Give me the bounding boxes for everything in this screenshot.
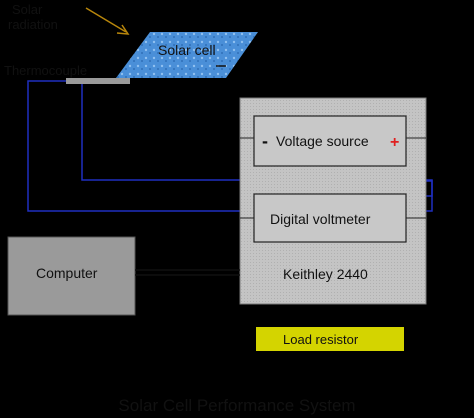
solar-radiation-label-line1: Solar xyxy=(12,2,43,17)
voltage-source-minus: - xyxy=(262,131,268,151)
voltage-source-plus: + xyxy=(390,134,399,151)
solar-radiation-label-line2: radiation xyxy=(8,17,58,32)
keithley-label: Keithley 2440 xyxy=(283,266,368,282)
thermocouple-wire-outer xyxy=(27,80,433,212)
computer-box xyxy=(7,236,136,316)
digital-voltmeter-label: Digital voltmeter xyxy=(270,211,371,227)
data-cable xyxy=(135,269,240,276)
computer-label: Computer xyxy=(36,265,98,281)
digital-voltmeter-box xyxy=(253,193,407,243)
radiation-arrow xyxy=(85,7,130,35)
thermocouple-wire-inner xyxy=(81,84,433,197)
thermocouple-bar xyxy=(66,78,130,84)
voltage-source-label: Voltage source xyxy=(276,133,369,149)
thermocouple-label: Thermocouple xyxy=(4,63,87,78)
diagram-caption: Solar Cell Performance System xyxy=(118,396,355,415)
load-resistor-box xyxy=(256,327,404,351)
load-resistor-label: Load resistor xyxy=(283,332,359,347)
solar-cell-label: Solar cell xyxy=(158,42,216,58)
voltage-source-box xyxy=(253,115,407,167)
